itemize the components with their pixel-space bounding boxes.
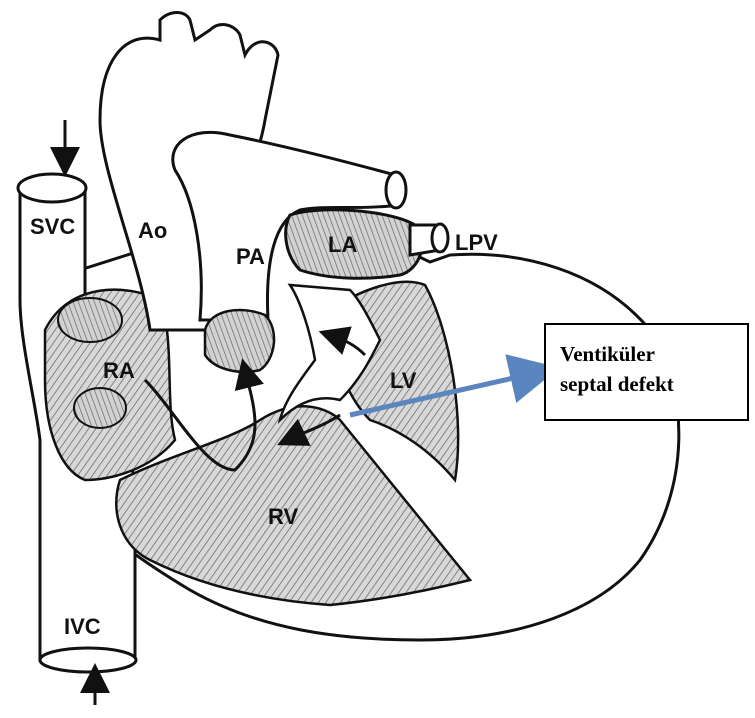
vsd-callout-box: Ventiküler septal defekt bbox=[544, 323, 749, 421]
label-la: LA bbox=[328, 232, 357, 257]
label-ra: RA bbox=[103, 358, 135, 383]
callout-line-2: septal defekt bbox=[560, 369, 737, 399]
label-ao: Ao bbox=[138, 218, 167, 243]
label-pa: PA bbox=[236, 244, 265, 269]
label-rv: RV bbox=[268, 504, 298, 529]
label-svc: SVC bbox=[30, 214, 75, 239]
pulmonary-valve bbox=[205, 310, 274, 372]
label-lv: LV bbox=[390, 368, 417, 393]
label-lpv: LPV bbox=[455, 230, 498, 255]
callout-line-1: Ventiküler bbox=[560, 339, 737, 369]
label-ivc: IVC bbox=[64, 614, 101, 639]
